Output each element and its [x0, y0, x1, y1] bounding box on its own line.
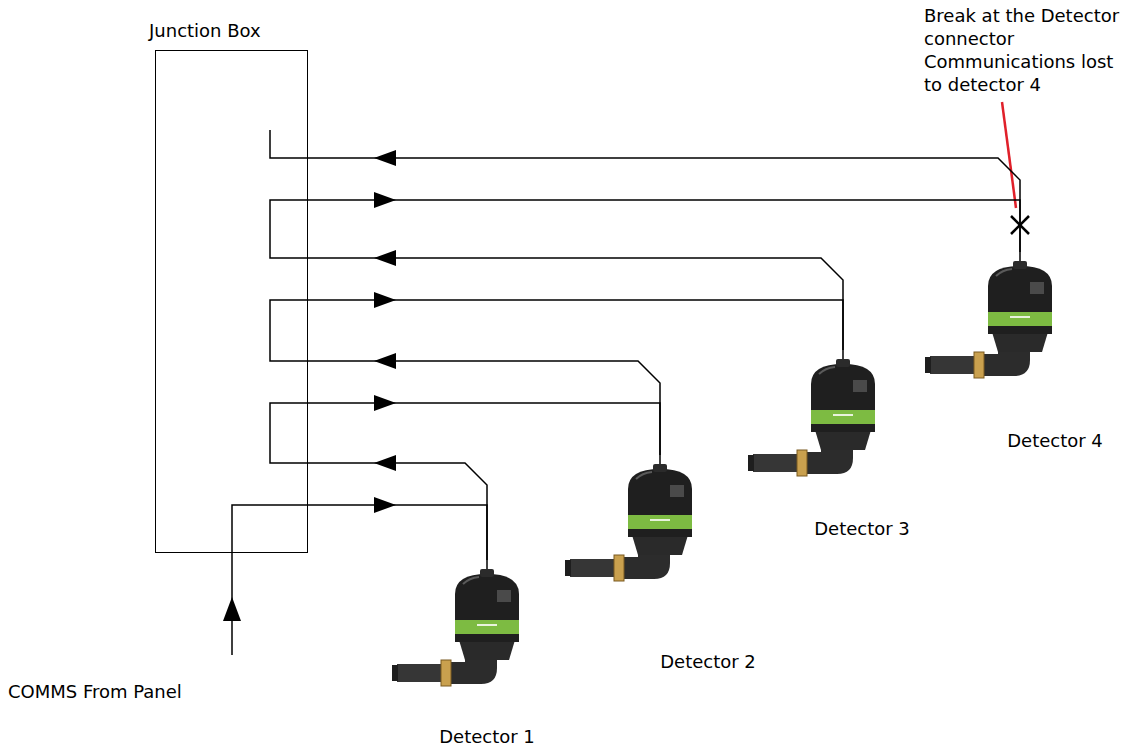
brass-fitting — [974, 352, 984, 378]
cable-gland — [1013, 261, 1027, 269]
green-band — [988, 312, 1052, 326]
cable-gland — [836, 359, 850, 367]
detector-elbow — [984, 348, 1030, 376]
detector-sticker — [1030, 282, 1044, 294]
comms-wire — [308, 403, 660, 455]
detector-sticker — [853, 380, 867, 392]
detector-elbow — [624, 551, 670, 579]
detector-body — [988, 266, 1052, 334]
arrow-head — [374, 353, 396, 369]
wire-group — [308, 150, 1020, 252]
detector-picture — [920, 252, 1130, 392]
gas-detector: Detector 3 — [743, 350, 983, 546]
cable-gland — [480, 569, 494, 577]
band-mark — [477, 624, 497, 626]
detector-probe — [397, 664, 441, 682]
probe-tip — [565, 560, 571, 576]
wire-group — [308, 292, 843, 350]
detector-neck — [815, 430, 871, 450]
comms-wire — [308, 258, 843, 350]
wire-group — [308, 395, 660, 455]
detector-elbow — [451, 656, 497, 684]
body-highlight — [819, 367, 835, 374]
gas-detector: Detector 4 — [920, 252, 1130, 458]
comms-arrow — [223, 597, 241, 621]
detector-body — [628, 469, 692, 537]
green-band — [455, 620, 519, 634]
loop-link — [270, 403, 308, 463]
brass-fitting — [797, 450, 807, 476]
detector-drawing — [748, 350, 875, 476]
detector-picture — [387, 560, 627, 700]
detector-label: Detector 3 — [814, 518, 910, 540]
loop-link — [270, 300, 308, 361]
arrow-head — [374, 292, 396, 308]
band-mark — [1010, 316, 1030, 318]
detector-label: Detector 4 — [1007, 430, 1103, 452]
detector-probe — [753, 454, 797, 472]
arrow-head — [374, 455, 396, 471]
probe-tip — [748, 455, 754, 471]
body-highlight — [463, 577, 479, 584]
junction-box: Junction Box — [155, 50, 308, 553]
comms-wire — [308, 158, 1020, 252]
wire-group — [308, 353, 660, 455]
band-mark — [650, 519, 670, 521]
comms-wire — [232, 505, 308, 655]
callout-note: Break at the Detector connector Communic… — [924, 4, 1126, 96]
detector-sticker — [497, 590, 511, 602]
arrow-head — [374, 395, 396, 411]
signal-label: COMMS From Panel — [8, 680, 182, 703]
detector-body — [811, 364, 875, 432]
body-highlight — [636, 472, 652, 479]
gas-detector: Detector 2 — [560, 455, 800, 679]
comms-wire — [308, 463, 487, 560]
comms-wire — [308, 361, 660, 455]
green-band — [811, 410, 875, 424]
comms-wire — [308, 300, 843, 350]
cable-gland — [653, 464, 667, 472]
green-band — [628, 515, 692, 529]
detector-drawing — [565, 455, 692, 581]
detector-body — [455, 574, 519, 642]
detector-neck — [459, 640, 515, 660]
detector-probe — [570, 559, 614, 577]
detector-neck — [632, 535, 688, 555]
box-heading: Junction Box — [149, 20, 261, 42]
detector-label: Detector 1 — [439, 726, 535, 748]
arrow-head — [374, 150, 396, 166]
loop-end — [270, 130, 308, 158]
brass-fitting — [441, 660, 451, 686]
gas-detector: Detector 1 — [387, 560, 627, 754]
detector-picture — [560, 455, 800, 595]
comms-wire — [308, 200, 1020, 252]
wire-group — [308, 250, 843, 350]
wire-group — [308, 497, 487, 560]
detector-drawing — [925, 252, 1052, 378]
arrow-head — [374, 192, 396, 208]
comms-wire — [308, 505, 487, 560]
detector-probe — [930, 356, 974, 374]
leader-line — [1002, 102, 1016, 208]
probe-tip — [392, 665, 398, 681]
detector-sticker — [670, 485, 684, 497]
detector-drawing — [392, 560, 519, 686]
wire-group — [308, 455, 487, 560]
detector-label: Detector 2 — [660, 651, 756, 673]
loop-link — [270, 200, 308, 258]
band-mark — [833, 414, 853, 416]
detector-elbow — [807, 446, 853, 474]
probe-tip — [925, 357, 931, 373]
body-highlight — [996, 269, 1012, 276]
wire-group — [308, 192, 1020, 252]
brass-fitting — [614, 555, 624, 581]
detector-neck — [992, 332, 1048, 352]
arrow-head — [374, 497, 396, 513]
arrow-head — [374, 250, 396, 266]
